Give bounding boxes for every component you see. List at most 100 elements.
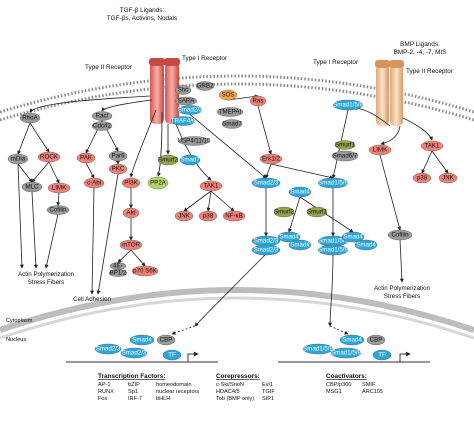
node-label-limk_right: LIMK	[373, 147, 388, 154]
node-label-rac: Rac/	[96, 113, 109, 120]
node-cx_smad159: Smad1/5/9	[317, 244, 349, 256]
node-label-mtor: mTOR	[122, 242, 141, 249]
node-smad159_top: Smad1/5/9	[332, 99, 364, 111]
node-label-n_smad159_r1: Smad1/5/9	[303, 346, 333, 353]
node-label-limk_left: LIMK	[52, 185, 67, 192]
edge-rock-mlc	[31, 161, 50, 183]
plasma-membrane-outer	[0, 74, 474, 114]
node-label-n_tf_r: TF	[378, 352, 386, 359]
legend-tf-item: AP-1	[98, 382, 110, 388]
node-n_cbp_l: CBP	[156, 334, 176, 346]
connector-7	[31, 191, 38, 269]
legend-coact-item: CBP/p300	[326, 382, 352, 388]
node-cx_smad23: Smad2/3	[251, 244, 281, 256]
node-label-smad7_left: Smad7	[180, 157, 200, 164]
node-p38_right: p38	[412, 172, 432, 184]
edge-tak1_left-p38_left	[206, 190, 212, 212]
left-type2-receptor-label: Type II Receptor	[85, 64, 133, 71]
nuclear-envelope-outer	[0, 287, 474, 333]
node-n_smad23_l2: Smad2/3	[120, 347, 148, 359]
legend-coact-title: Coactivators:	[326, 373, 367, 380]
node-cx_smad4: Smad4	[288, 239, 312, 251]
node-n_smad159_r1: Smad1/5/9	[302, 343, 334, 355]
edge-mdia-mlc	[17, 163, 33, 183]
edge-erk-smad23_mid	[265, 163, 272, 179]
connector-14	[399, 239, 404, 283]
right-type2-receptor-label: Type II Receptor	[406, 68, 454, 75]
node-cx_smad23: Smad2/3	[251, 235, 281, 247]
node-jnk_right: JNK	[438, 172, 458, 184]
node-pkc: PKC	[108, 163, 128, 175]
legend-tf-item: bHLH	[156, 396, 170, 402]
connector-3	[157, 111, 163, 177]
tgf-ligands-heading: TGF-β Ligands:	[120, 7, 165, 14]
node-cx_smad4b: Smad4	[354, 239, 378, 251]
node-label-erk: Erk1/2	[262, 156, 280, 163]
node-label-cofilin_right: Cofilin	[391, 232, 409, 239]
node-usp: USP4/11/15	[178, 136, 211, 146]
legend-coact-item: MSG1	[326, 389, 342, 395]
tgf-ligands-list: TGF-βs, Activins, Nodals	[107, 15, 177, 22]
edge-mtor-ebp_a	[117, 249, 132, 263]
node-mdia: mDia	[7, 153, 29, 165]
edge-rock-limk_left	[48, 161, 60, 184]
edge-ras-erk	[257, 105, 273, 155]
node-smurf2_left: Smurf2	[157, 154, 179, 166]
node-label-p70: p70 S6K	[133, 268, 158, 275]
nucleus-label: Nucleus	[6, 337, 26, 343]
node-label-nfkb: NF-κB	[225, 213, 243, 220]
node-label-cx_smad4: Smad4	[279, 234, 299, 241]
node-label-smurf1_mid: Smurf1	[307, 209, 328, 216]
actin-output-left-2: Stress Fibers	[28, 279, 64, 286]
node-label-cx_smad159: Smad1/5/9	[318, 247, 348, 254]
node-pak: PAK	[76, 152, 96, 164]
node-label-rock: ROCK	[40, 154, 59, 161]
node-label-n_cbp_l: CBP	[160, 337, 173, 344]
node-label-smurf1_top: Smurf1	[335, 142, 356, 149]
edge-mtor-p70	[130, 249, 146, 267]
legend-coact-item: SMIF	[362, 382, 376, 388]
legend-tf-item: homeodomain	[156, 382, 191, 388]
node-label-shc: Shc	[178, 87, 189, 94]
node-n_smad4_r: Smad4	[339, 334, 365, 346]
node-ras: Ras	[249, 95, 267, 107]
edge-limk_left-cofilin_left	[56, 192, 61, 207]
legend-tf-item: bZIP	[128, 382, 140, 388]
node-n_smad23_l1: Smad2/3	[94, 343, 122, 355]
node-cdc42: Cdc42	[91, 121, 113, 131]
node-label-cx_smad159: Smad1/5/9	[318, 238, 348, 245]
edge-smad4_mid-cx_smad4	[288, 196, 301, 233]
node-label-ebp_b: BP1/2	[110, 270, 127, 277]
node-sos: SOS	[218, 89, 238, 101]
edge-tak1_right-p38_right	[421, 150, 433, 174]
node-rock: ROCK	[37, 151, 61, 163]
node-label-cdc42: Cdc42	[93, 123, 111, 130]
node-ebp_b: BP1/2	[108, 269, 128, 277]
node-label-smurf2_left: Smurf2	[158, 157, 179, 164]
node-shc: Shc	[174, 85, 192, 95]
node-label-sara: SARA	[178, 98, 196, 105]
node-ebp_a: 4E-	[109, 262, 127, 270]
node-label-pak: PAK	[80, 155, 93, 162]
legend-tf-item: Sp1	[128, 389, 138, 395]
node-cofilin_left: Cofilin	[46, 205, 70, 215]
node-pp2a: PP2A	[147, 176, 169, 190]
node-smad7_top: Smad7	[221, 119, 242, 129]
legend-corep-item: SIP1	[262, 396, 274, 402]
connector-9	[90, 187, 95, 295]
node-rhoa: RhoA	[19, 112, 41, 124]
node-label-n_cbp_r: CBP	[370, 337, 383, 344]
node-smad67: Smad6/7	[331, 150, 359, 162]
node-mlc: MLC	[21, 181, 43, 193]
import-left	[171, 325, 196, 335]
node-label-rhoa: RhoA	[22, 115, 38, 122]
left-type1-receptor-label: Type I Receptor	[182, 55, 228, 62]
connector-1	[101, 99, 153, 112]
actin-output-right-1: Actin Polymerization	[374, 285, 431, 292]
edge-rhoa-mdia	[17, 122, 31, 155]
legend-corep-item: TGIF	[262, 389, 275, 395]
node-label-cabl_left: c-Abl	[87, 180, 101, 187]
connector-0	[29, 95, 151, 113]
